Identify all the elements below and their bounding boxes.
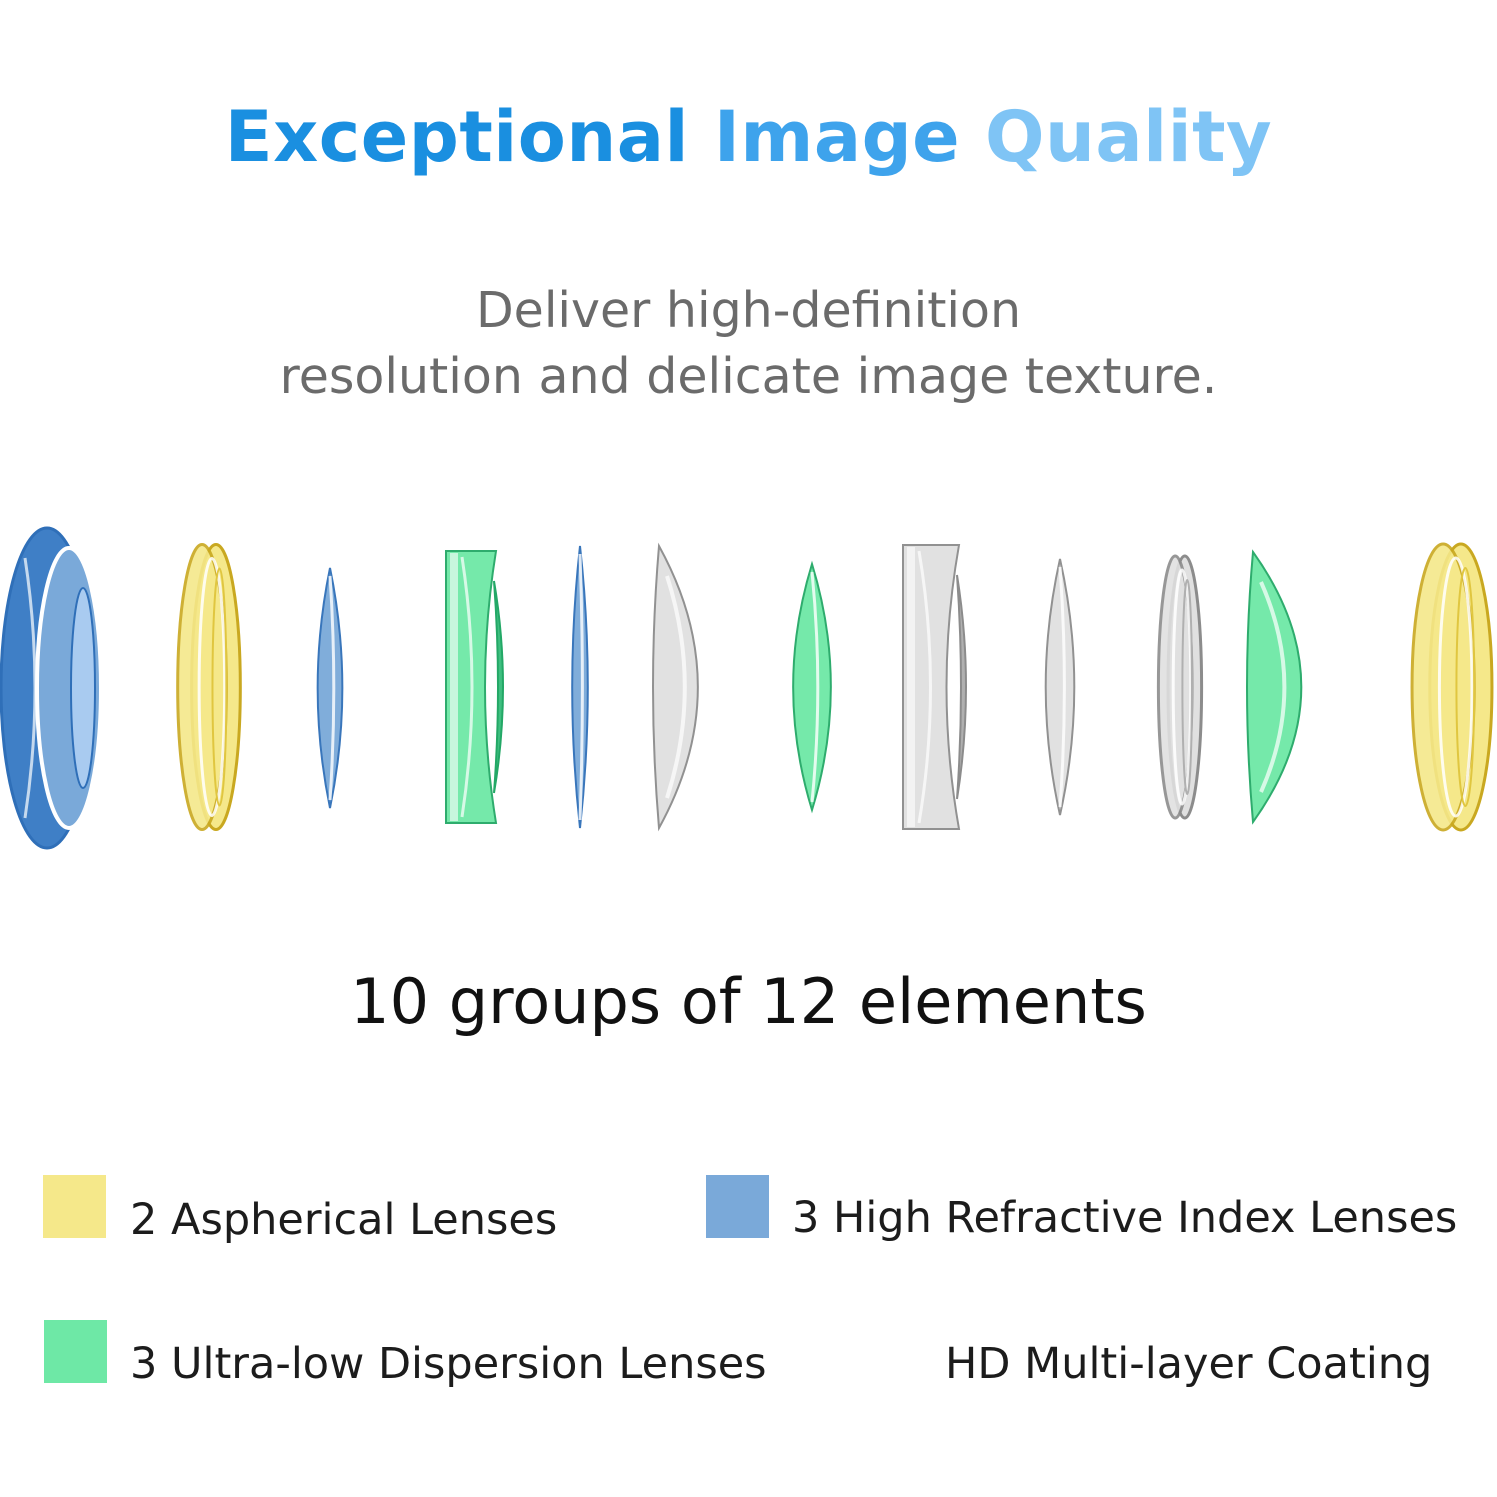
lens-element-8 xyxy=(902,544,967,830)
lens-element-6 xyxy=(652,542,699,832)
lens-element-10 xyxy=(1156,554,1204,820)
lens-element-9 xyxy=(1044,558,1076,816)
lens-element-5 xyxy=(571,545,589,829)
legend-label-hd-coating: HD Multi-layer Coating xyxy=(945,1339,1433,1389)
legend-swatch-aspherical xyxy=(43,1175,106,1238)
groups-elements-caption: 10 groups of 12 elements xyxy=(350,965,1147,1038)
lens-element-4 xyxy=(445,550,504,824)
subtitle-line-2: resolution and delicate image texture. xyxy=(279,348,1218,405)
title-word-image: Image xyxy=(713,96,961,178)
lens-elements-svg xyxy=(0,526,1494,850)
page-title: Exceptional Image Quality xyxy=(0,92,1497,182)
lens-element-11 xyxy=(1246,549,1303,825)
lens-elements-illustration xyxy=(0,510,1497,870)
title-word-exceptional: Exceptional xyxy=(224,96,689,178)
lens-element-12 xyxy=(1410,542,1494,832)
legend-swatch-high-refractive xyxy=(706,1175,769,1238)
legend-label-high-refractive: 3 High Refractive Index Lenses xyxy=(792,1193,1458,1243)
lens-element-2 xyxy=(176,543,242,831)
legend-swatch-ultra-low-dispersion xyxy=(44,1320,107,1383)
title-word-quality: Quality xyxy=(985,96,1273,178)
subtitle-line-1: Deliver high-definition xyxy=(475,282,1022,339)
lens-element-7 xyxy=(792,560,832,814)
legend-label-aspherical: 2 Aspherical Lenses xyxy=(130,1195,558,1245)
lens-element-1 xyxy=(0,526,103,850)
legend-label-ultra-low-dispersion: 3 Ultra-low Dispersion Lenses xyxy=(130,1339,767,1389)
lens-element-3 xyxy=(316,567,344,809)
